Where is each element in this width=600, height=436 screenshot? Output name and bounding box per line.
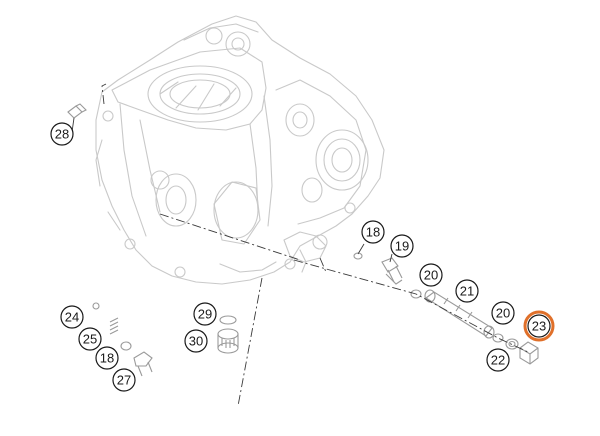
part-18-washer [353,252,363,260]
part-28-plug [67,103,87,119]
callout-30: 30 [184,329,208,353]
callout-18-top: 18 [361,220,385,244]
part-22-washer [505,338,519,350]
callout-21: 21 [455,279,479,303]
part-20-o-ring-right [492,333,504,343]
callout-20-left: 20 [419,263,443,287]
callout-29: 29 [193,302,217,326]
svg-text:29: 29 [198,307,212,322]
callout-25: 25 [78,327,102,351]
part-23-plug [519,341,539,365]
svg-text:27: 27 [117,373,131,388]
svg-text:30: 30 [189,334,203,349]
callout-24: 24 [60,305,84,329]
svg-text:20: 20 [424,268,438,283]
callout-19: 19 [390,234,414,258]
callout-18-bottom: 18 [95,346,119,370]
svg-text:19: 19 [395,239,409,254]
svg-text:28: 28 [55,127,69,142]
engine-crankcase [95,15,385,285]
highlight-ring [523,310,555,342]
svg-text:21: 21 [460,284,474,299]
part-27-screw [133,351,153,377]
svg-text:20: 20 [496,306,510,321]
part-30-fitting [217,328,239,354]
part-24-ball [92,302,100,310]
svg-text:22: 22 [491,353,505,368]
callout-28: 28 [50,122,74,146]
svg-text:18: 18 [100,351,114,366]
svg-text:23: 23 [532,319,546,334]
part-29-ring [219,315,237,325]
part-20-o-ring-left [410,289,422,299]
part-18-washer-bottom [120,341,132,351]
callout-20-right: 20 [491,301,515,325]
part-25-spring [109,317,119,335]
callouts: 28 18 19 20 21 20 23 22 [50,122,555,392]
svg-text:18: 18 [366,225,380,240]
svg-text:24: 24 [65,310,79,325]
callout-23-highlighted: 23 [523,310,555,342]
callout-27: 27 [112,368,136,392]
callout-22: 22 [486,348,510,372]
assembly-lines [71,83,529,407]
svg-text:25: 25 [83,332,97,347]
part-19-screw [381,257,403,285]
